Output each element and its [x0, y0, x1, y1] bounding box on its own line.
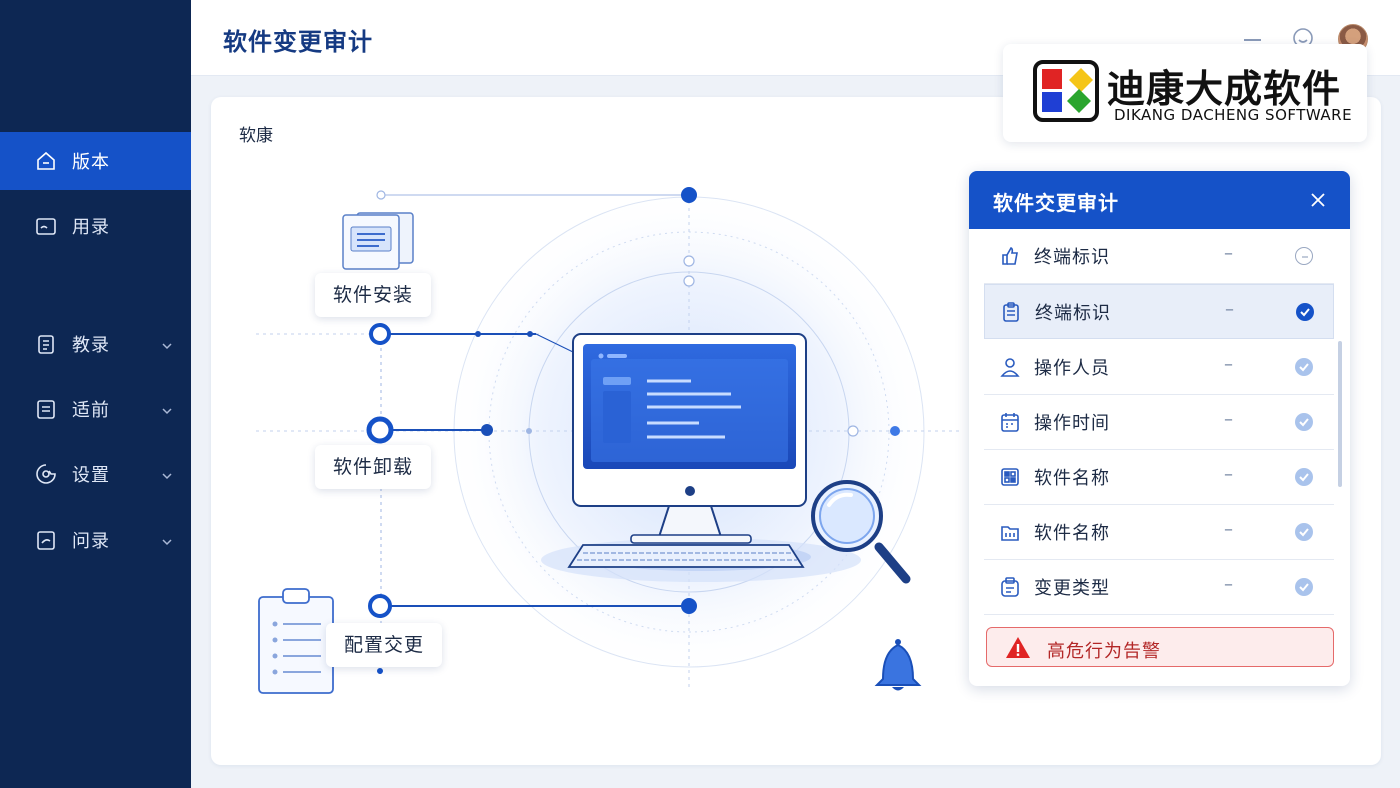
sidebar-item-question-records[interactable]: 问录: [0, 511, 191, 569]
audit-row-terminal-id[interactable]: 终端标识 –: [984, 229, 1334, 284]
sidebar-item-user-records[interactable]: 用录: [0, 197, 191, 255]
clipboard-icon: [35, 333, 57, 355]
document-icon: [35, 398, 57, 420]
row-value: –: [1224, 354, 1233, 375]
warning-icon: [1005, 636, 1031, 659]
panel-scrollbar[interactable]: [1338, 341, 1342, 487]
chevron-down-icon[interactable]: [160, 402, 174, 416]
row-value: –: [1224, 519, 1233, 540]
row-value: –: [1225, 299, 1234, 320]
row-label: 终端标识: [1034, 247, 1110, 268]
audit-row-operator[interactable]: 操作人员 –: [984, 340, 1334, 395]
gear-icon: [35, 463, 57, 485]
sidebar-item-version[interactable]: 版本: [0, 132, 191, 190]
row-label: 软件名称: [1034, 468, 1110, 489]
brand-card: 迪康大成软件 DIKANG DACHENG SOFTWARE: [1003, 44, 1367, 142]
check-circle-icon[interactable]: [1295, 413, 1313, 431]
close-icon[interactable]: [1309, 191, 1327, 209]
radio-empty-icon[interactable]: [1295, 247, 1313, 265]
document-icon: [342, 212, 414, 270]
audit-row-terminal-id-selected[interactable]: 终端标识 –: [984, 284, 1334, 339]
audit-row-software-name-2[interactable]: 软件名称 –: [984, 505, 1334, 560]
home-icon: [35, 150, 57, 172]
clipboard-icon: [1000, 301, 1022, 323]
check-circle-icon[interactable]: [1296, 303, 1314, 321]
row-label: 终端标识: [1035, 303, 1111, 324]
computer-icon: [541, 333, 861, 582]
box-icon: [999, 576, 1021, 598]
panel-title: 软件交更审计: [993, 191, 1119, 215]
chevron-down-icon[interactable]: [160, 337, 174, 351]
row-value: –: [1224, 464, 1233, 485]
high-risk-alert[interactable]: 高危行为告警: [986, 627, 1334, 667]
check-circle-icon[interactable]: [1295, 578, 1313, 596]
minimize-icon[interactable]: [1241, 26, 1265, 50]
sidebar-item-adaptation[interactable]: 适前: [0, 380, 191, 438]
section-label: 软康: [239, 126, 273, 146]
brand-subtitle: DIKANG DACHENG SOFTWARE: [1114, 106, 1353, 124]
check-circle-icon[interactable]: [1295, 523, 1313, 541]
row-label: 变更类型: [1034, 578, 1110, 599]
magnifier-icon: [811, 480, 911, 584]
clipboard-icon: [258, 588, 334, 694]
row-label: 操作时间: [1034, 413, 1110, 434]
audit-row-operation-time[interactable]: 操作时间 –: [984, 395, 1334, 450]
company-logo-icon: [1033, 60, 1099, 122]
row-label: 软件名称: [1034, 523, 1110, 544]
check-circle-icon[interactable]: [1295, 358, 1313, 376]
bell-icon: [874, 639, 922, 691]
row-label: 操作人员: [1034, 358, 1110, 379]
row-value: –: [1224, 574, 1233, 595]
chevron-down-icon[interactable]: [160, 467, 174, 481]
check-circle-icon[interactable]: [1295, 468, 1313, 486]
upload-icon: [999, 245, 1021, 267]
sidebar-item-label: 版本: [72, 152, 110, 173]
sidebar-item-label: 问录: [72, 531, 110, 552]
grid-icon: [999, 466, 1021, 488]
flow-label-config[interactable]: 配置交更: [326, 623, 443, 667]
folder-icon: [35, 529, 57, 551]
sidebar-item-label: 设置: [72, 465, 110, 486]
page-title: 软件变更审计: [223, 28, 373, 56]
flow-label-install[interactable]: 软件安装: [315, 273, 432, 317]
sidebar-item-label: 适前: [72, 400, 110, 421]
calendar-icon: [999, 411, 1021, 433]
folder-icon: [999, 521, 1021, 543]
user-icon: [999, 356, 1021, 378]
sidebar-item-label: 教录: [72, 335, 110, 356]
sidebar-item-teaching-records[interactable]: 教录: [0, 315, 191, 373]
audit-panel: 软件交更审计 终端标识 – 终端标识 – 操作人员 –: [969, 171, 1350, 686]
row-value: –: [1224, 409, 1233, 430]
panel-header: 软件交更审计: [969, 171, 1350, 229]
audit-flow-diagram: [256, 182, 961, 694]
flow-label-uninstall[interactable]: 软件卸载: [315, 445, 432, 489]
brand-name: 迪康大成软件: [1107, 67, 1342, 111]
sidebar-item-settings[interactable]: 设置: [0, 445, 191, 503]
sidebar-item-label: 用录: [72, 217, 110, 238]
alert-text: 高危行为告警: [1047, 641, 1161, 662]
audit-row-change-type[interactable]: 变更类型 –: [984, 560, 1334, 615]
sidebar: 版本 用录 教录 适前 设置: [0, 0, 191, 788]
chevron-down-icon[interactable]: [160, 533, 174, 547]
folder-icon: [35, 215, 57, 237]
audit-row-software-name[interactable]: 软件名称 –: [984, 450, 1334, 505]
row-value: –: [1224, 243, 1233, 264]
